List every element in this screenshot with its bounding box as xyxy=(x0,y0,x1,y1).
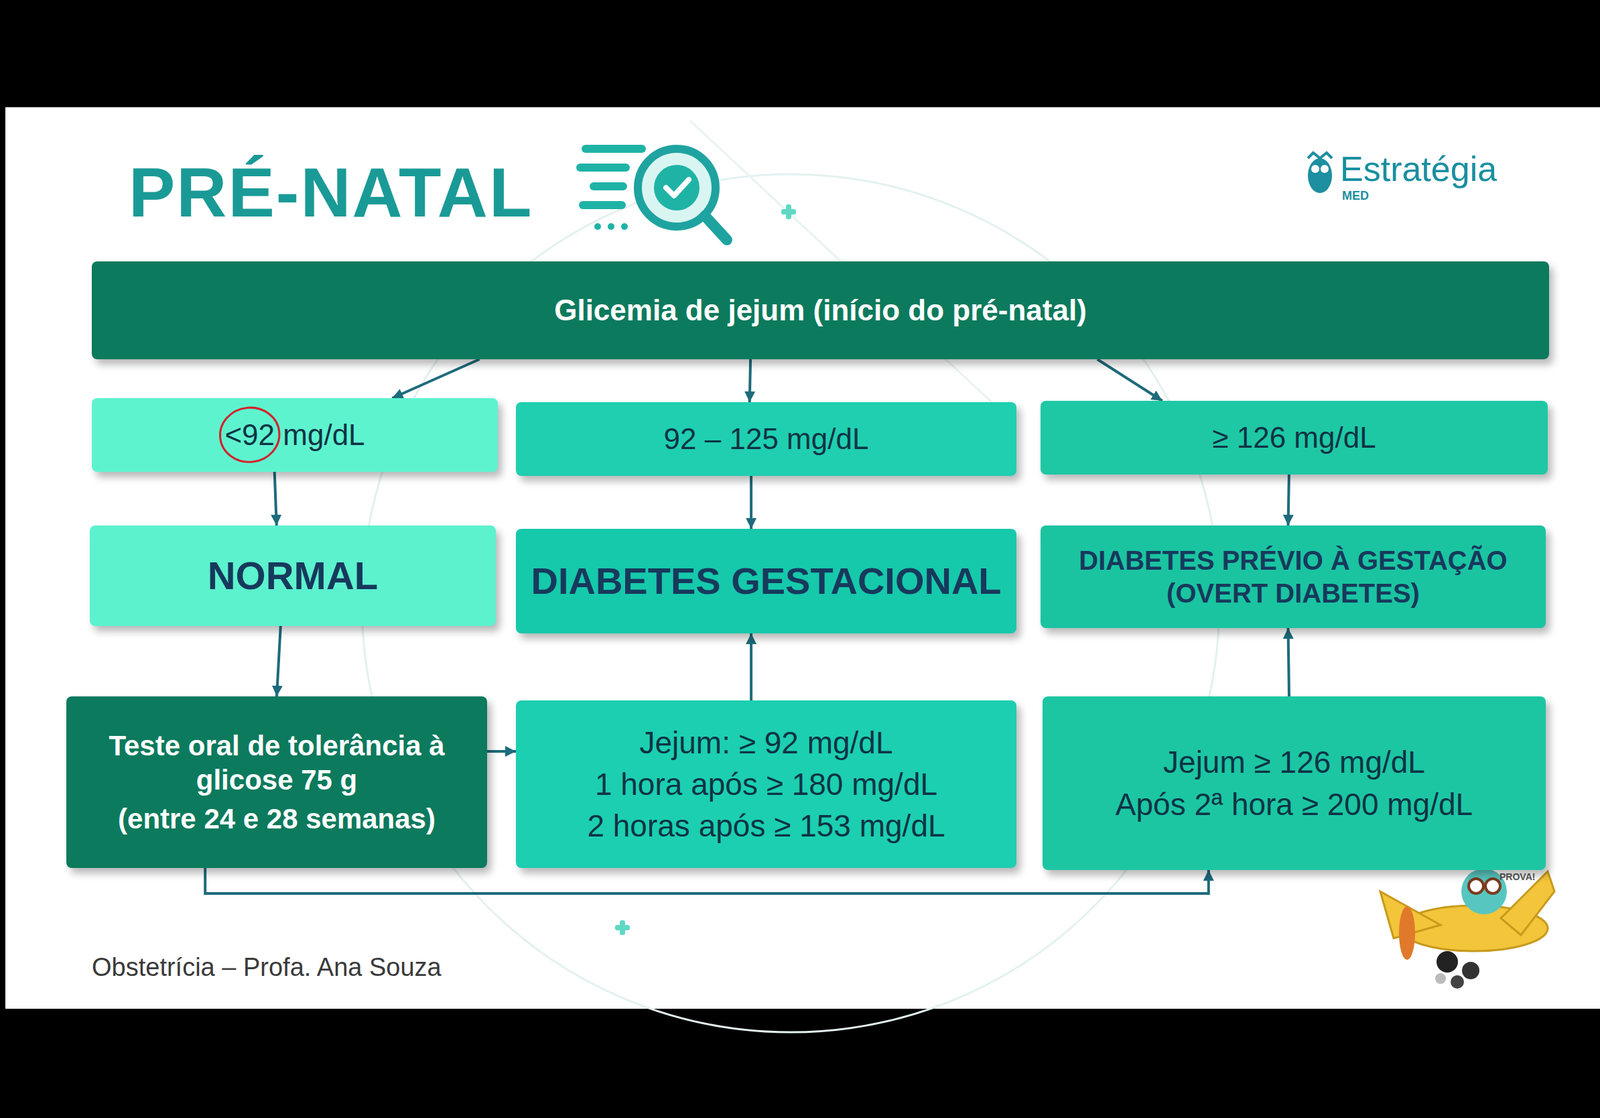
range-box: <92 mg/dL xyxy=(91,397,498,472)
node-text: Após 2ª hora ≥ 200 mg/dL xyxy=(1115,785,1473,823)
node-text: NORMAL xyxy=(207,552,379,600)
node-text: DIABETES GESTACIONAL xyxy=(530,558,1002,604)
slide-title: PRÉ-NATAL xyxy=(128,152,533,233)
node-text: Glicemia de jejum (início do pré-natal) xyxy=(554,292,1087,329)
owl-logo xyxy=(1307,152,1332,193)
node-text: 1 hora após ≥ 180 mg/dL xyxy=(594,765,938,803)
highlight-circle xyxy=(217,404,283,465)
connector-arrow xyxy=(1097,359,1163,401)
node-text: DIABETES PRÉVIO À GESTAÇÃO (OVERT DIABET… xyxy=(1055,544,1531,610)
slide-footer: Obstetrícia – Profa. Ana Souza xyxy=(91,952,442,982)
connector-arrow xyxy=(276,625,281,697)
mascot-tag: PROVA! xyxy=(1499,871,1536,882)
range-box: ≥ 126 mg/dL xyxy=(1040,400,1548,475)
connector-arrow xyxy=(1288,627,1290,697)
criteria-box: Jejum ≥ 126 mg/dL Após 2ª hora ≥ 200 mg/d… xyxy=(1042,696,1546,870)
node-text: Jejum: ≥ 92 mg/dL xyxy=(639,723,893,762)
brand-name: Estratégia xyxy=(1340,148,1497,189)
magnifier-icon xyxy=(576,144,727,240)
brand-sub: MED xyxy=(1342,188,1369,204)
result-box: NORMAL xyxy=(89,525,496,626)
connector-arrow xyxy=(205,867,1209,894)
result-box: DIABETES GESTACIONAL xyxy=(515,528,1017,634)
node-text: (entre 24 e 28 semanas) xyxy=(117,801,436,836)
connector-arrow xyxy=(391,359,480,398)
connector-arrow xyxy=(749,475,753,529)
mascot-plane xyxy=(1380,868,1555,989)
connector-arrow xyxy=(274,471,277,526)
result-box: DIABETES PRÉVIO À GESTAÇÃO (OVERT DIABET… xyxy=(1040,525,1546,628)
node-text: <92 mg/dL xyxy=(224,416,365,453)
test-box: Teste oral de tolerância à glicose 75 g (… xyxy=(66,696,488,868)
range-box: 92 – 125 mg/dL xyxy=(515,402,1017,476)
header-band: Glicemia de jejum (início do pré-natal) xyxy=(91,261,1550,360)
node-text: 92 – 125 mg/dL xyxy=(663,420,870,457)
connector-arrow xyxy=(487,749,516,753)
node-text: 2 horas após ≥ 153 mg/dL xyxy=(586,806,945,845)
node-text: Jejum ≥ 126 mg/dL xyxy=(1163,743,1426,781)
node-text: ≥ 126 mg/dL xyxy=(1212,419,1376,456)
connector-arrow xyxy=(749,359,751,403)
criteria-box: Jejum: ≥ 92 mg/dL1 hora após ≥ 180 mg/dL… xyxy=(515,700,1017,868)
connector-arrow xyxy=(749,633,753,701)
connector-arrow xyxy=(1288,474,1290,526)
node-text: Teste oral de tolerância à glicose 75 g xyxy=(81,728,473,797)
